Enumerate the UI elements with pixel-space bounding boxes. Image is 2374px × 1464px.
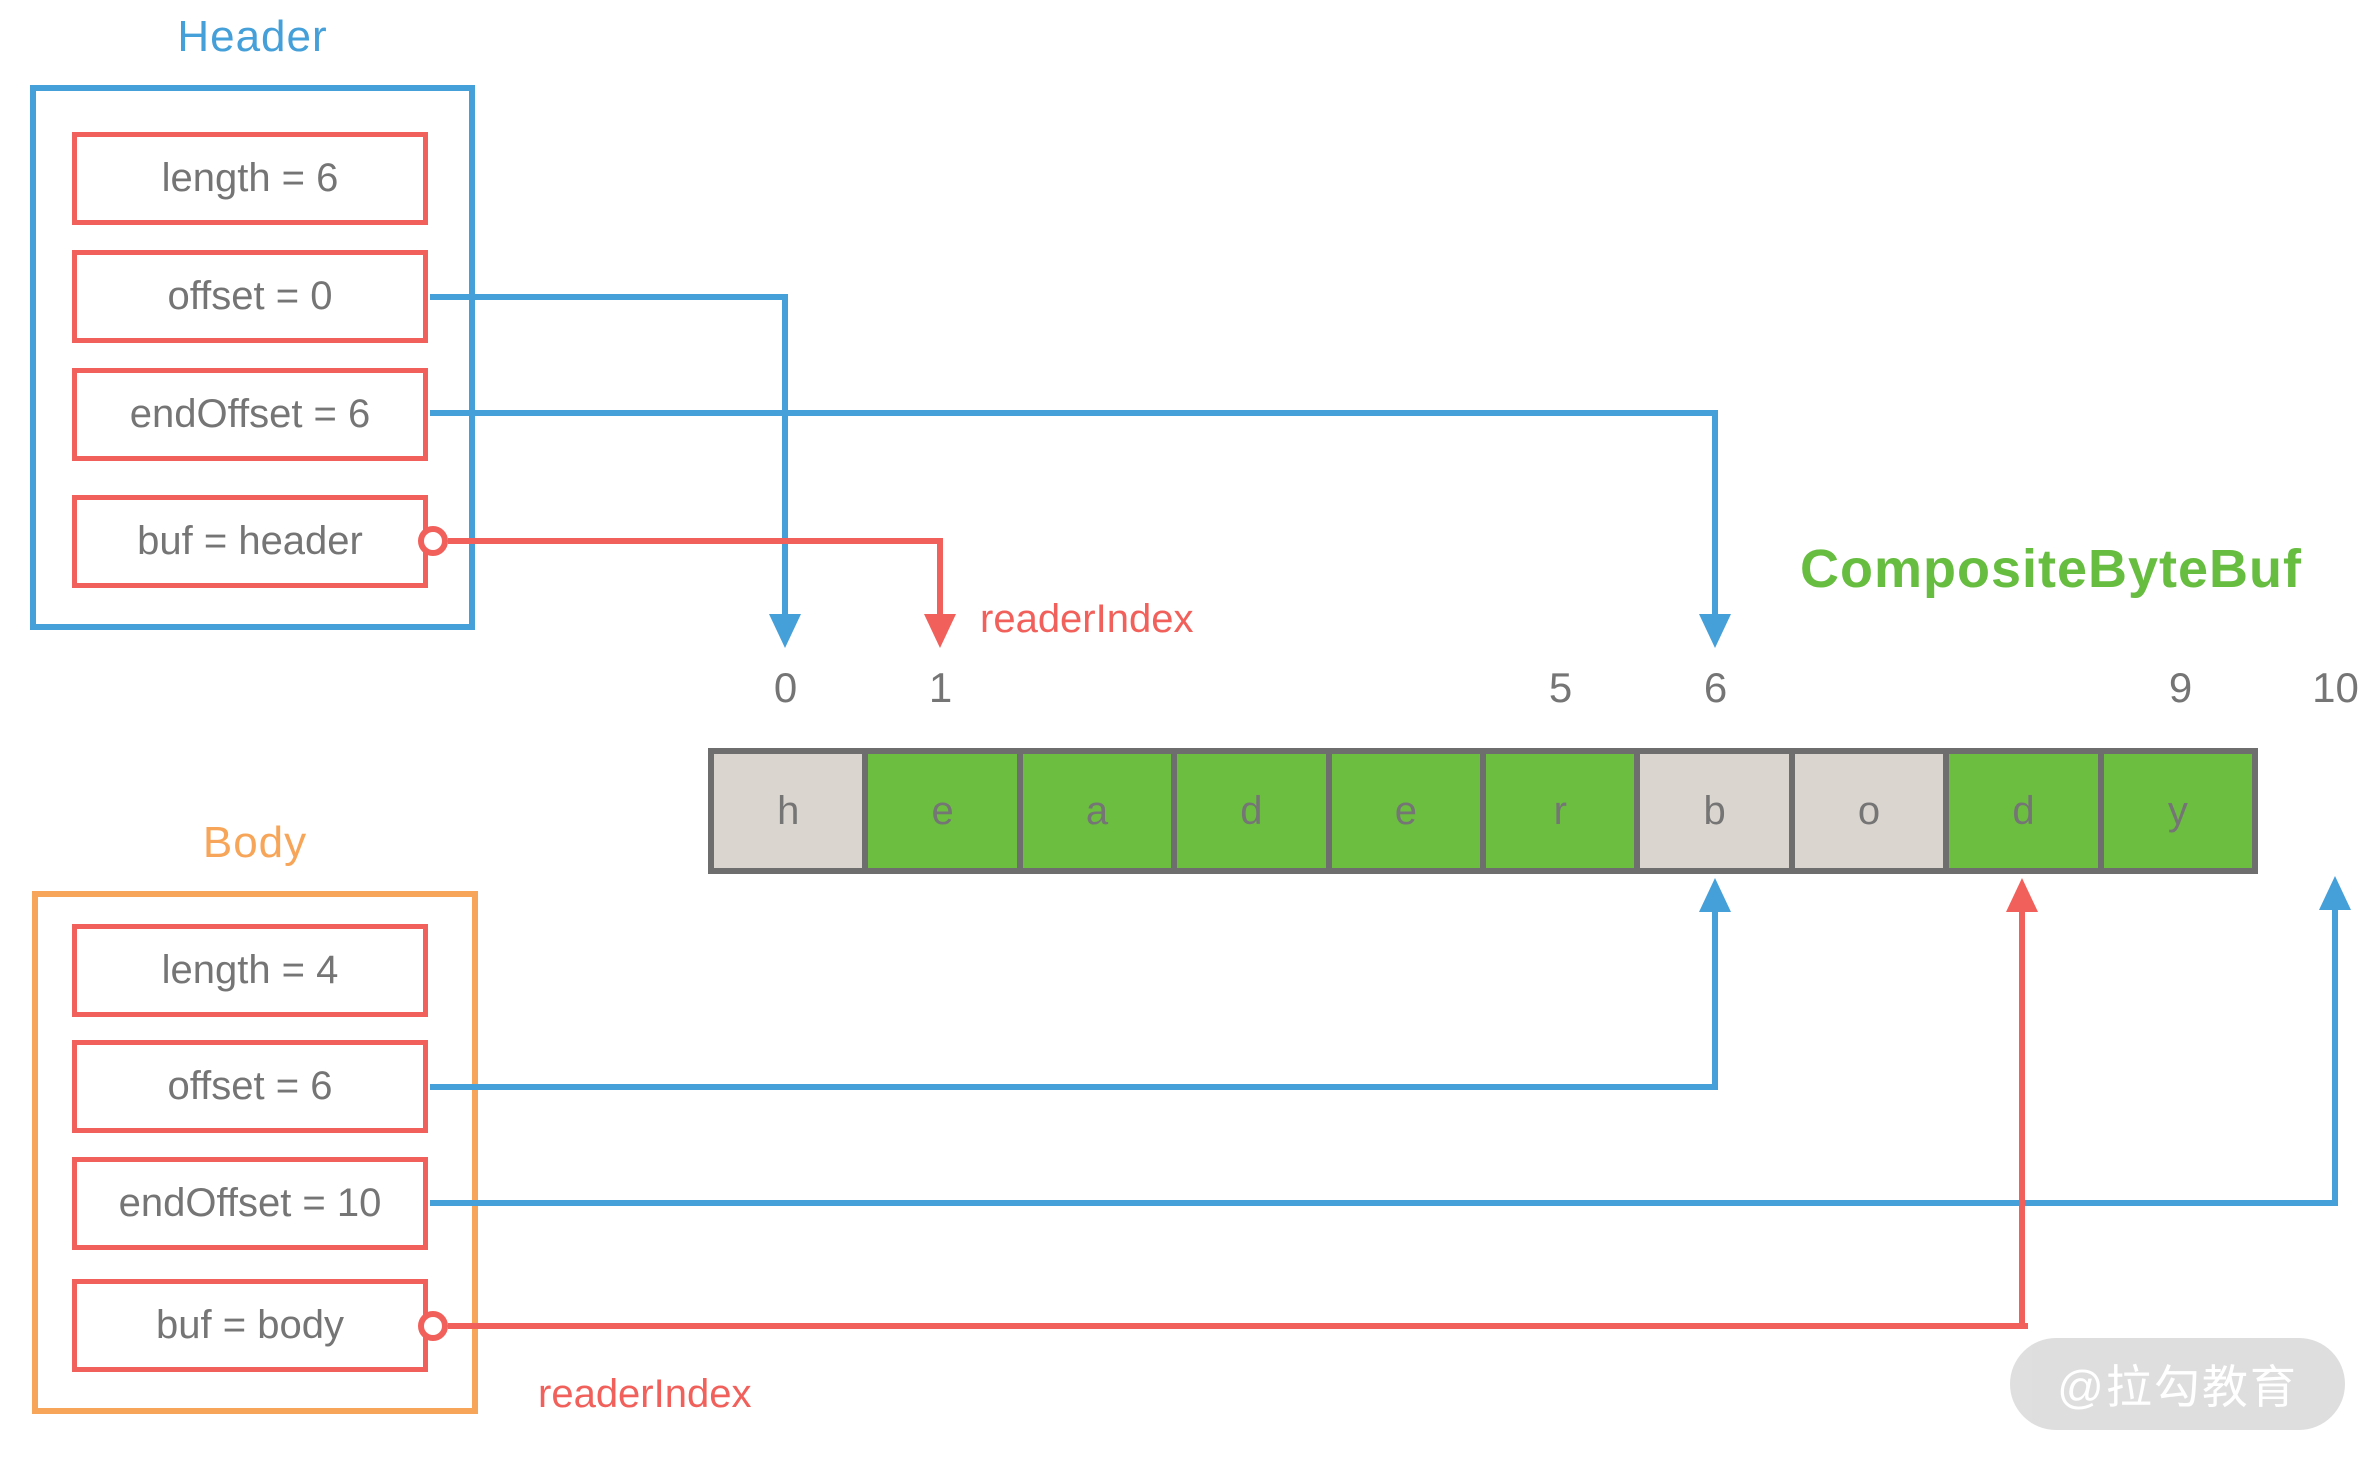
header-field-buf-label: buf = header (137, 519, 363, 563)
index-label: 5 (1548, 664, 1573, 711)
body-buf-connector-vline (2019, 912, 2025, 1329)
body-buf-connector-hline (448, 1323, 2028, 1329)
header-field-buf: buf = header (72, 495, 428, 588)
body-panel-title: Body (202, 818, 308, 867)
cell-letter: a (1085, 788, 1109, 833)
header-buf-connector-hline (448, 538, 943, 544)
cell-letter: h (777, 788, 800, 833)
header-field-length-label: length = 6 (161, 156, 339, 200)
cell-letter: e (1394, 788, 1417, 833)
header-field-endoffset: endOffset = 6 (72, 368, 428, 461)
buffer-cell: b (1640, 754, 1795, 868)
header-endoffset-connector-hline (430, 410, 1718, 416)
header-buf-connector-circle-icon (418, 526, 448, 556)
body-panel-box (32, 891, 478, 1414)
cell-letter: d (2012, 788, 2035, 833)
buffer-cell: h (714, 754, 869, 868)
body-field-buf: buf = body (72, 1279, 428, 1372)
body-offset-connector-hline (430, 1084, 1718, 1090)
reader-index-top-label: readerIndex (980, 597, 1194, 641)
cell-letter: b (1703, 788, 1726, 833)
body-offset-arrow-up-icon (1699, 878, 1731, 912)
body-readerindex-arrow-up-icon (2006, 878, 2038, 912)
header-endoffset-connector-vline (1712, 410, 1718, 614)
body-offset-connector-vline (1712, 912, 1718, 1090)
header-field-offset: offset = 0 (72, 250, 428, 343)
index-label: 6 (1703, 664, 1728, 711)
body-field-length: length = 4 (72, 924, 428, 1017)
buffer-cell: a (1022, 754, 1178, 868)
index-label: 10 (2312, 664, 2359, 711)
index-label: 1 (928, 664, 953, 711)
header-panel-title: Header (177, 12, 328, 61)
body-field-endoffset: endOffset = 10 (72, 1157, 428, 1250)
body-buf-connector-circle-icon (418, 1311, 448, 1341)
index-label: 0 (773, 664, 798, 711)
buffer-cell: o (1794, 754, 1950, 868)
buffer-cell: e (1331, 754, 1487, 868)
cell-letter: d (1240, 788, 1263, 833)
index-label: 9 (2168, 664, 2193, 711)
watermark-text: @拉勾教育 (2057, 1361, 2298, 1413)
body-field-endoffset-label: endOffset = 10 (118, 1181, 382, 1225)
header-field-endoffset-label: endOffset = 6 (129, 392, 371, 436)
body-field-length-label: length = 4 (161, 948, 339, 992)
header-field-length: length = 6 (72, 132, 428, 225)
composite-bytebuf-label: CompositeByteBuf (1800, 539, 2303, 599)
body-endoffset-connector-hline (430, 1200, 2338, 1206)
body-field-offset: offset = 6 (72, 1040, 428, 1133)
cell-letter: r (1553, 788, 1567, 833)
body-endoffset-connector-vline (2332, 910, 2338, 1206)
header-buf-connector-vline (937, 538, 943, 614)
header-offset-arrow-down-icon (769, 614, 801, 648)
cell-letter: y (2167, 788, 2188, 833)
watermark-badge: @拉勾教育 (2010, 1338, 2345, 1430)
header-readerindex-arrow-down-icon (924, 614, 956, 648)
header-panel-box (30, 85, 475, 630)
header-offset-connector-vline (782, 294, 788, 614)
reader-index-bottom-label: readerIndex (538, 1372, 752, 1416)
cell-letter: e (931, 788, 954, 833)
header-field-offset-label: offset = 0 (167, 274, 333, 318)
buffer-cell: r (1486, 754, 1641, 868)
buffer-cell: y (2103, 754, 2253, 868)
header-offset-connector-hline (430, 294, 788, 300)
buffer-cell: e (868, 754, 1023, 868)
cell-letter: o (1857, 788, 1881, 833)
buffer-cell: d (1949, 754, 2104, 868)
header-endoffset-arrow-down-icon (1699, 614, 1731, 648)
body-field-buf-label: buf = body (156, 1303, 344, 1347)
buffer-cell: d (1177, 754, 1332, 868)
body-field-offset-label: offset = 6 (167, 1064, 333, 1108)
body-endoffset-arrow-up-icon (2319, 876, 2351, 910)
